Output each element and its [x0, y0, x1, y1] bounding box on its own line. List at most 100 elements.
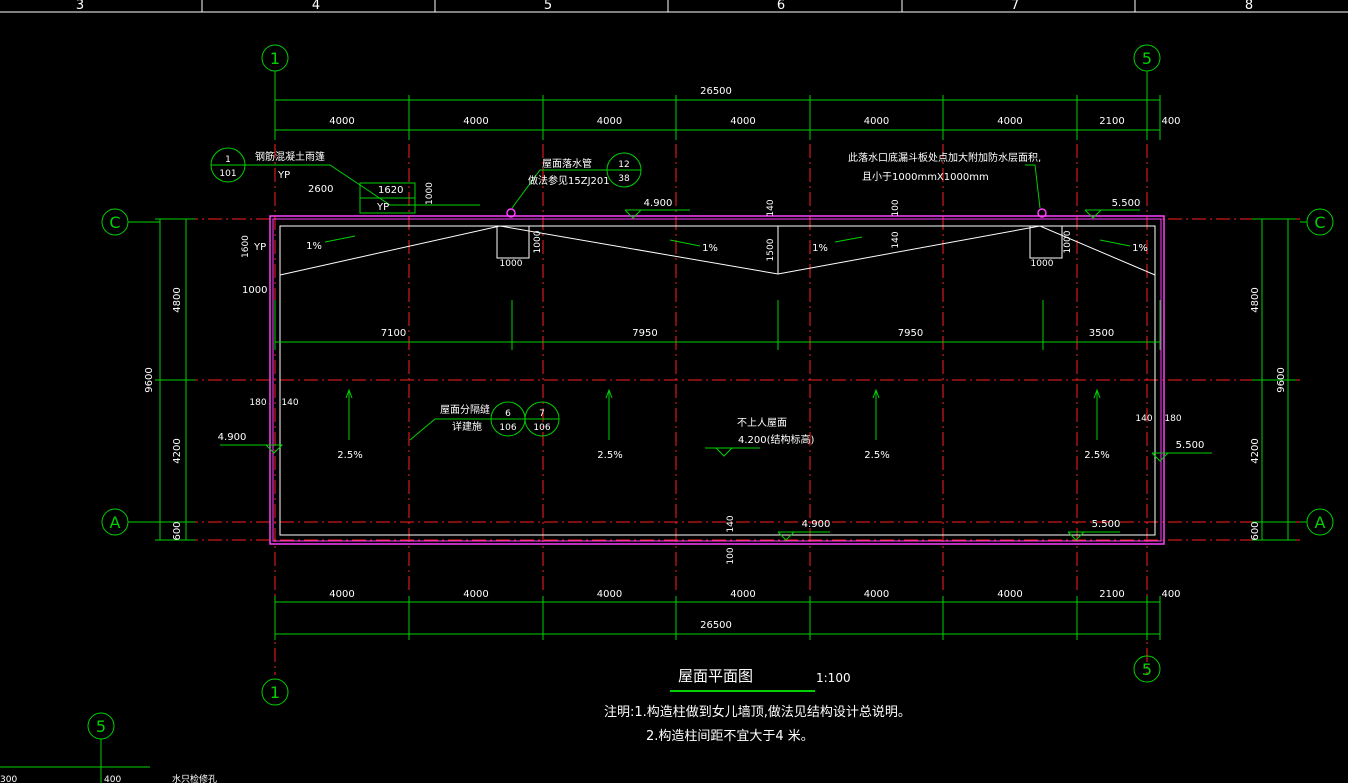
hopper-note: 此落水口底漏斗板处点加大附加防水层面积, — [848, 151, 1041, 164]
axis-label-5-top: 5 — [1142, 49, 1152, 68]
dim-top-edge: 400 — [1161, 116, 1180, 127]
p-ref1-num: 6 — [505, 409, 511, 419]
ruler-label: 4 — [312, 0, 320, 13]
dim-left-total: 9600 — [144, 367, 155, 392]
dim-2600: 2600 — [308, 184, 333, 195]
dim-right-bottom: 600 — [1250, 521, 1261, 540]
dim-left-upper: 4800 — [172, 287, 183, 312]
axis-label-5-bottom: 5 — [1142, 660, 1152, 679]
eave-note: 钢筋混凝土雨篷 — [255, 150, 325, 163]
small-dim-label: 1000 — [533, 230, 543, 253]
roof-outline — [269, 215, 1165, 545]
drain-markers — [506, 208, 1047, 218]
small-dim-label: 180 — [1164, 414, 1181, 424]
small-dim-label: 140 — [766, 199, 776, 216]
dim-inner-span: 3500 — [1089, 328, 1114, 339]
ruler-label: 5 — [544, 0, 552, 13]
dim-right-total: 9600 — [1276, 367, 1287, 392]
yp-label-3: YP — [253, 242, 266, 253]
note-1: 注明:1.构造柱做到女儿墙顶,做法见结构设计总说明。 — [604, 704, 911, 720]
footer-lines — [0, 739, 150, 783]
elevation-label: 5.500 — [1092, 519, 1121, 530]
slope-arrows — [324, 235, 1131, 440]
slope-label: 2.5% — [864, 450, 889, 461]
small-dim-label: 180 — [249, 398, 266, 408]
small-dim-label: 140 — [1135, 414, 1152, 424]
dim-inner-span: 7100 — [381, 328, 406, 339]
drain-ref-den: 38 — [618, 174, 630, 184]
elevation-label: 4.900 — [802, 519, 831, 530]
slope-label: 2.5% — [1084, 450, 1109, 461]
dim-top-span: 2100 — [1099, 116, 1124, 127]
hopper-note-2: 且小于1000mmX1000mm — [862, 171, 989, 183]
dim-top-span: 4000 — [730, 116, 755, 127]
ruler-label: 3 — [76, 0, 84, 13]
axis-label-a-left: A — [110, 513, 121, 532]
dim-bottom-total: 26500 — [700, 620, 732, 631]
ruler-label: 6 — [777, 0, 785, 13]
elevation-label: 5.500 — [1112, 198, 1141, 209]
eave-ref-den: 101 — [219, 169, 236, 179]
small-dim-label: 140 — [726, 515, 736, 532]
dim-inner-span: 7950 — [898, 328, 923, 339]
dim-right-lower: 4200 — [1250, 438, 1261, 463]
grid-lines — [160, 120, 1300, 675]
slope-label: 1% — [702, 243, 718, 254]
dim-top-total: 26500 — [700, 86, 732, 97]
parapet-note-2: 详建施 — [452, 420, 482, 433]
axis-label-5-corner: 5 — [96, 717, 106, 736]
ruler-label: 8 — [1245, 0, 1253, 13]
axis-bubbles — [87, 44, 1334, 740]
slope-label: 1% — [1132, 243, 1148, 254]
dim-bottom-span: 2100 — [1099, 589, 1124, 600]
axis-label-c-right: C — [1314, 213, 1325, 232]
drawing-scale: 1:100 — [816, 671, 851, 685]
drain-note-2: 做法参见15ZJ201 — [528, 174, 610, 187]
yp-label-1: YP — [277, 170, 290, 181]
dim-bottom-span: 4000 — [463, 589, 488, 600]
yp-label-2: YP — [376, 202, 389, 213]
elevation-label: 4.900 — [644, 198, 673, 209]
dim-bottom-span: 4000 — [329, 589, 354, 600]
small-dim-label: 1000 — [500, 259, 523, 269]
elevation-label: 5.500 — [1176, 440, 1205, 451]
footer-dim-400: 400 — [104, 775, 121, 783]
dim-top-span: 4000 — [597, 116, 622, 127]
ref-circles — [210, 147, 1041, 441]
dim-top-span: 4000 — [463, 116, 488, 127]
p-ref1-den: 106 — [499, 423, 516, 433]
top-ruler — [0, 0, 1348, 13]
roof-elev: 4.200(结构标高) — [738, 433, 815, 446]
dim-1600-vert: 1600 — [241, 235, 251, 258]
dim-top-span: 4000 — [997, 116, 1022, 127]
small-dim-label: 140 — [891, 231, 901, 248]
footer-label: 水只检修孔 — [172, 773, 217, 783]
dim-right-upper: 4800 — [1250, 287, 1261, 312]
slope-label: 2.5% — [337, 450, 362, 461]
dim-bottom-span: 4000 — [997, 589, 1022, 600]
small-dim-label: 140 — [281, 398, 298, 408]
dim-top-span: 4000 — [329, 116, 354, 127]
slope-label: 1% — [306, 241, 322, 252]
small-dim-label: 1000 — [1031, 259, 1054, 269]
dim-bottom-span: 4000 — [597, 589, 622, 600]
dim-inner-span: 7950 — [632, 328, 657, 339]
axis-label-c-left: C — [109, 213, 120, 232]
dim-1000-left: 1000 — [242, 285, 267, 296]
small-dim-label: 100 — [891, 199, 901, 216]
drawing-title: 屋面平面图 — [678, 667, 753, 685]
small-dim-label: 1500 — [766, 238, 776, 261]
axis-label-a-right: A — [1315, 513, 1326, 532]
dim-top-span: 4000 — [864, 116, 889, 127]
elevation-marks — [220, 209, 1212, 692]
ruler-label: 7 — [1011, 0, 1019, 13]
drain-note: 屋面落水管 — [542, 157, 592, 170]
note-2: 2.构造柱间距不宜大于4 米。 — [646, 729, 814, 744]
slope-label: 1% — [812, 243, 828, 254]
elevation-label: 4.900 — [218, 432, 247, 443]
dim-left-lower: 4200 — [172, 438, 183, 463]
footer-dim-300: 300 — [0, 775, 17, 783]
slope-label: 2.5% — [597, 450, 622, 461]
dim-bottom-span: 4000 — [730, 589, 755, 600]
